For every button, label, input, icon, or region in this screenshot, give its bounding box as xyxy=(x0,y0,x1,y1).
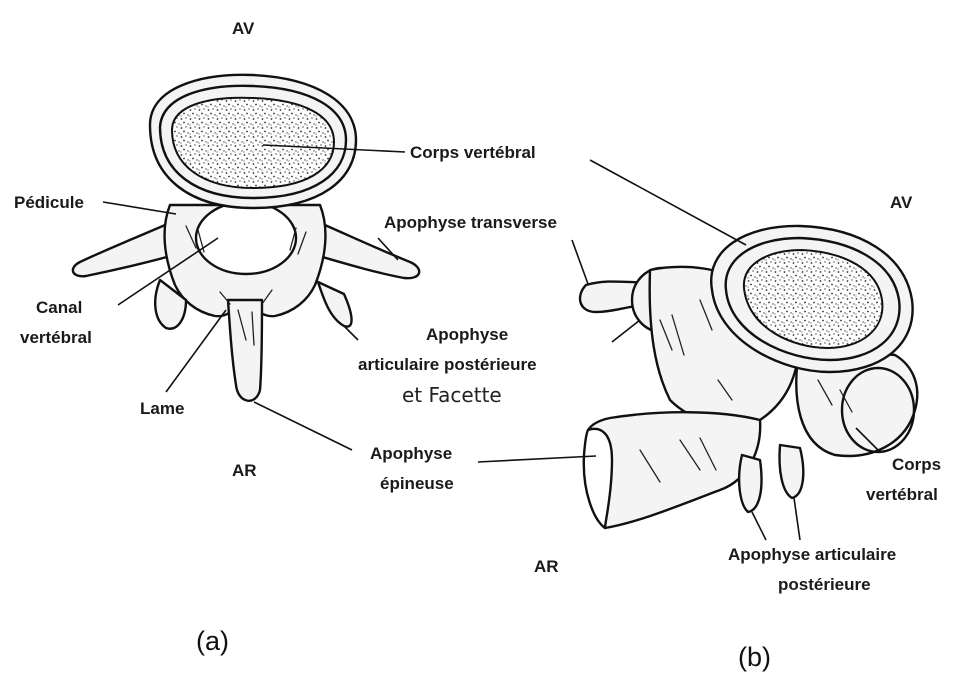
label-apophyse-transverse: Apophyse transverse xyxy=(384,213,557,232)
leader-epineuse-b xyxy=(478,456,596,462)
vertebral-body-a-cancellous xyxy=(172,98,334,188)
caption-b: (b) xyxy=(738,642,771,672)
label-lame: Lame xyxy=(140,399,184,418)
spinous-process-a xyxy=(228,300,262,401)
label-corps-b-2: vertébral xyxy=(866,485,938,504)
label-corps-b-1: Corps xyxy=(892,455,941,474)
label-epineuse-2: épineuse xyxy=(380,474,454,493)
caption-a: (a) xyxy=(196,626,229,656)
vertebra-oblique-view xyxy=(580,226,917,528)
leader-pedicule xyxy=(103,202,176,214)
orient-av-a: AV xyxy=(232,19,255,38)
leader-transverse-b xyxy=(572,240,588,284)
vertebra-superior-view xyxy=(73,75,419,401)
label-articulaire-3: et Facette xyxy=(402,383,502,407)
orient-ar-a: AR xyxy=(232,461,257,480)
label-articulaire-b-1: Apophyse articulaire xyxy=(728,545,896,564)
leader-articulaire-a-b xyxy=(612,320,640,342)
orient-ar-b: AR xyxy=(534,557,559,576)
label-canal-1: Canal xyxy=(36,298,82,317)
orient-av-b: AV xyxy=(890,193,913,212)
leader-articulaire-b-1 xyxy=(752,512,766,540)
label-pedicule: Pédicule xyxy=(14,193,84,212)
spinous-process-b-tip xyxy=(584,429,612,528)
inferior-articular-process-b-2 xyxy=(780,445,804,498)
leader-articulaire-a xyxy=(344,326,358,340)
label-articulaire-2: articulaire postérieure xyxy=(358,355,537,374)
label-articulaire-1: Apophyse xyxy=(426,325,508,344)
leader-articulaire-b-2 xyxy=(794,498,800,540)
label-epineuse-1: Apophyse xyxy=(370,444,452,463)
leader-epineuse-a xyxy=(254,402,352,450)
vertebral-canal-a xyxy=(196,202,296,274)
leader-corps-b xyxy=(590,160,746,245)
label-canal-2: vertébral xyxy=(20,328,92,347)
articular-process-right xyxy=(318,282,352,327)
label-corps-vertebral: Corps vertébral xyxy=(410,143,536,162)
label-articulaire-b-2: postérieure xyxy=(778,575,871,594)
inferior-articular-process-b-1 xyxy=(739,455,761,512)
